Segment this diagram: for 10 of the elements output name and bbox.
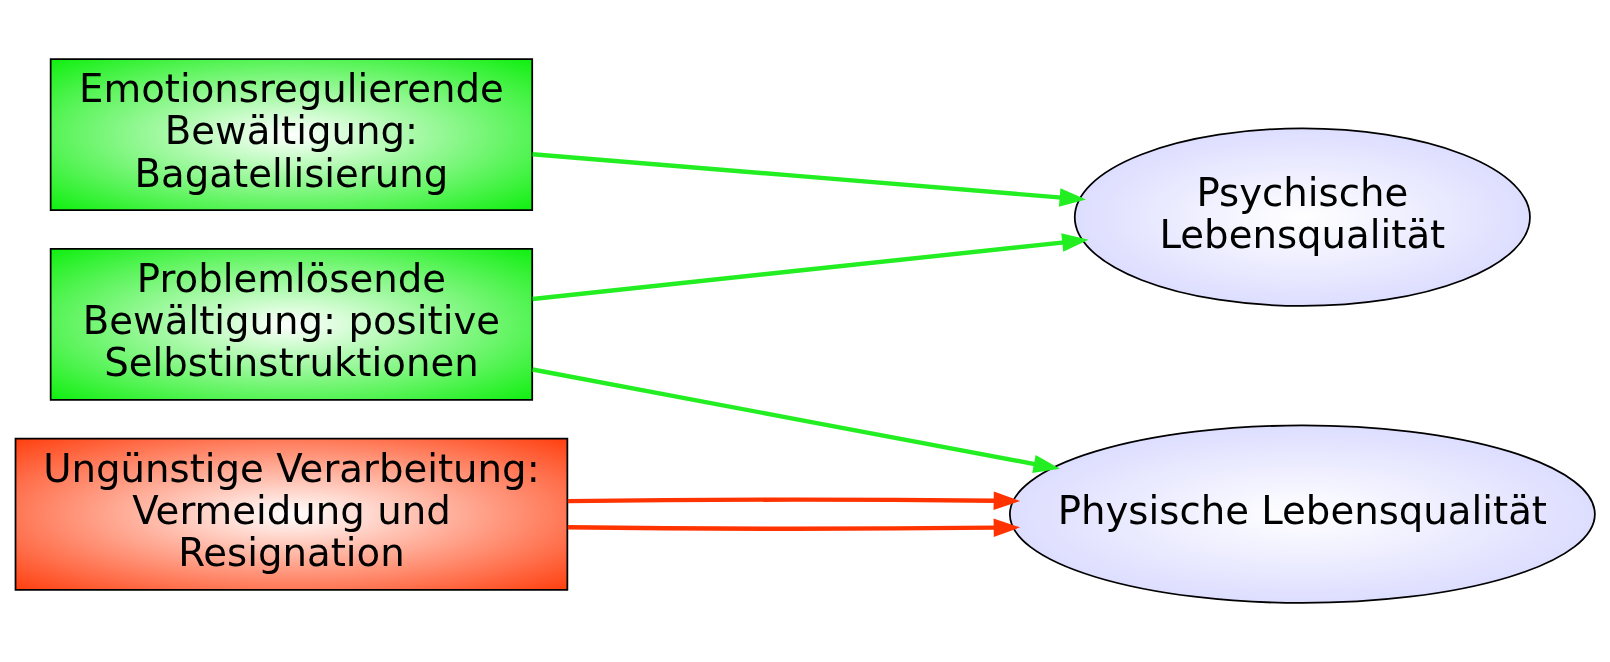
arrow <box>567 491 1021 510</box>
arrow <box>532 233 1089 302</box>
arrow <box>532 152 1086 207</box>
node-box: Problemlösende Bewältigung: positive Selbstinstruktionen <box>49 247 534 401</box>
arrow <box>532 367 1060 474</box>
arrow <box>567 518 1021 537</box>
node-box: Emotionsregulierende Bewältigung: Bagatellisierung <box>49 58 534 212</box>
node-ellipse: Physische Lebensqualität <box>1009 424 1596 604</box>
node-box: Ungünstige Verarbeitung: Vermeidung und Resignation <box>14 437 569 591</box>
node-ellipse: Psychische Lebensqualität <box>1073 127 1531 307</box>
